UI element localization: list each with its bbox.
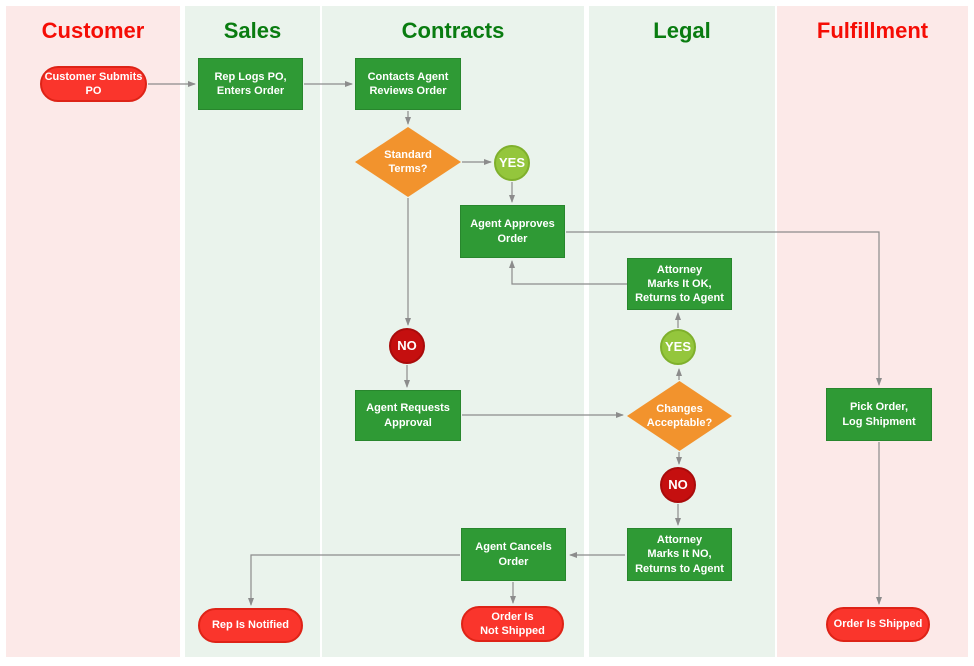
no-standard-terms: NO <box>389 328 425 364</box>
rep-logs-po: Rep Logs PO, Enters Order <box>198 58 303 110</box>
rep-is-notified-label: Rep Is Notified <box>211 619 289 632</box>
order-is-shipped: Order Is Shipped <box>826 607 930 642</box>
customer-submits-po-label: Customer Submits PO <box>44 70 143 97</box>
agent-approves-order: Agent Approves Order <box>460 205 565 258</box>
contacts-agent-label: Contacts Agent Reviews Order <box>367 70 449 97</box>
lane-title-fulfillment: Fulfillment <box>816 18 929 43</box>
lane-sales: Sales <box>185 6 320 657</box>
changes-acceptable-label: Changes Acceptable? <box>646 402 713 429</box>
rep-logs-po-label: Rep Logs PO, Enters Order <box>214 70 287 97</box>
attorney-marks-no: Attorney Marks It NO, Returns to Agent <box>627 528 732 581</box>
order-not-shipped: Order Is Not Shipped <box>461 606 564 642</box>
rep-is-notified: Rep Is Notified <box>198 608 303 643</box>
agent-requests-approval: Agent Requests Approval <box>355 390 461 441</box>
lane-title-contracts: Contracts <box>401 18 505 43</box>
order-is-shipped-label: Order Is Shipped <box>833 618 923 631</box>
yes-changes: YES <box>660 329 696 365</box>
attorney-marks-no-label: Attorney Marks It NO, Returns to Agent <box>635 534 724 575</box>
yes-standard-terms: YES <box>494 145 530 181</box>
yes-changes-label: YES <box>664 338 691 354</box>
no-changes: NO <box>660 467 696 503</box>
no-standard-terms-label: NO <box>397 337 417 353</box>
pick-order-label: Pick Order, Log Shipment <box>842 401 916 428</box>
lane-fulfillment: Fulfillment <box>777 6 968 657</box>
lane-customer: Customer <box>6 6 180 657</box>
edge-agent-approves-order-to-pick-order <box>566 231 882 386</box>
contacts-agent: Contacts Agent Reviews Order <box>355 58 461 110</box>
edge-attorney-marks-ok-to-agent-approves-order <box>509 260 627 285</box>
attorney-marks-ok: Attorney Marks It OK, Returns to Agent <box>627 258 732 310</box>
yes-standard-terms-label: YES <box>498 154 525 170</box>
lane-title-sales: Sales <box>223 18 282 43</box>
attorney-marks-ok-label: Attorney Marks It OK, Returns to Agent <box>635 263 724 305</box>
no-changes-label: NO <box>668 476 688 492</box>
pick-order: Pick Order, Log Shipment <box>826 388 932 441</box>
agent-cancels-order-label: Agent Cancels Order <box>475 541 552 568</box>
agent-cancels-order: Agent Cancels Order <box>461 528 566 581</box>
lane-title-customer: Customer <box>41 18 145 43</box>
standard-terms-label: Standard Terms? <box>384 148 432 175</box>
edge-agent-cancels-order-to-rep-is-notified <box>248 554 460 606</box>
lane-title-legal: Legal <box>653 18 711 43</box>
customer-submits-po: Customer Submits PO <box>40 66 147 102</box>
order-not-shipped-label: Order Is Not Shipped <box>480 610 545 637</box>
agent-approves-order-label: Agent Approves Order <box>470 218 555 245</box>
agent-requests-approval-label: Agent Requests Approval <box>366 402 450 429</box>
